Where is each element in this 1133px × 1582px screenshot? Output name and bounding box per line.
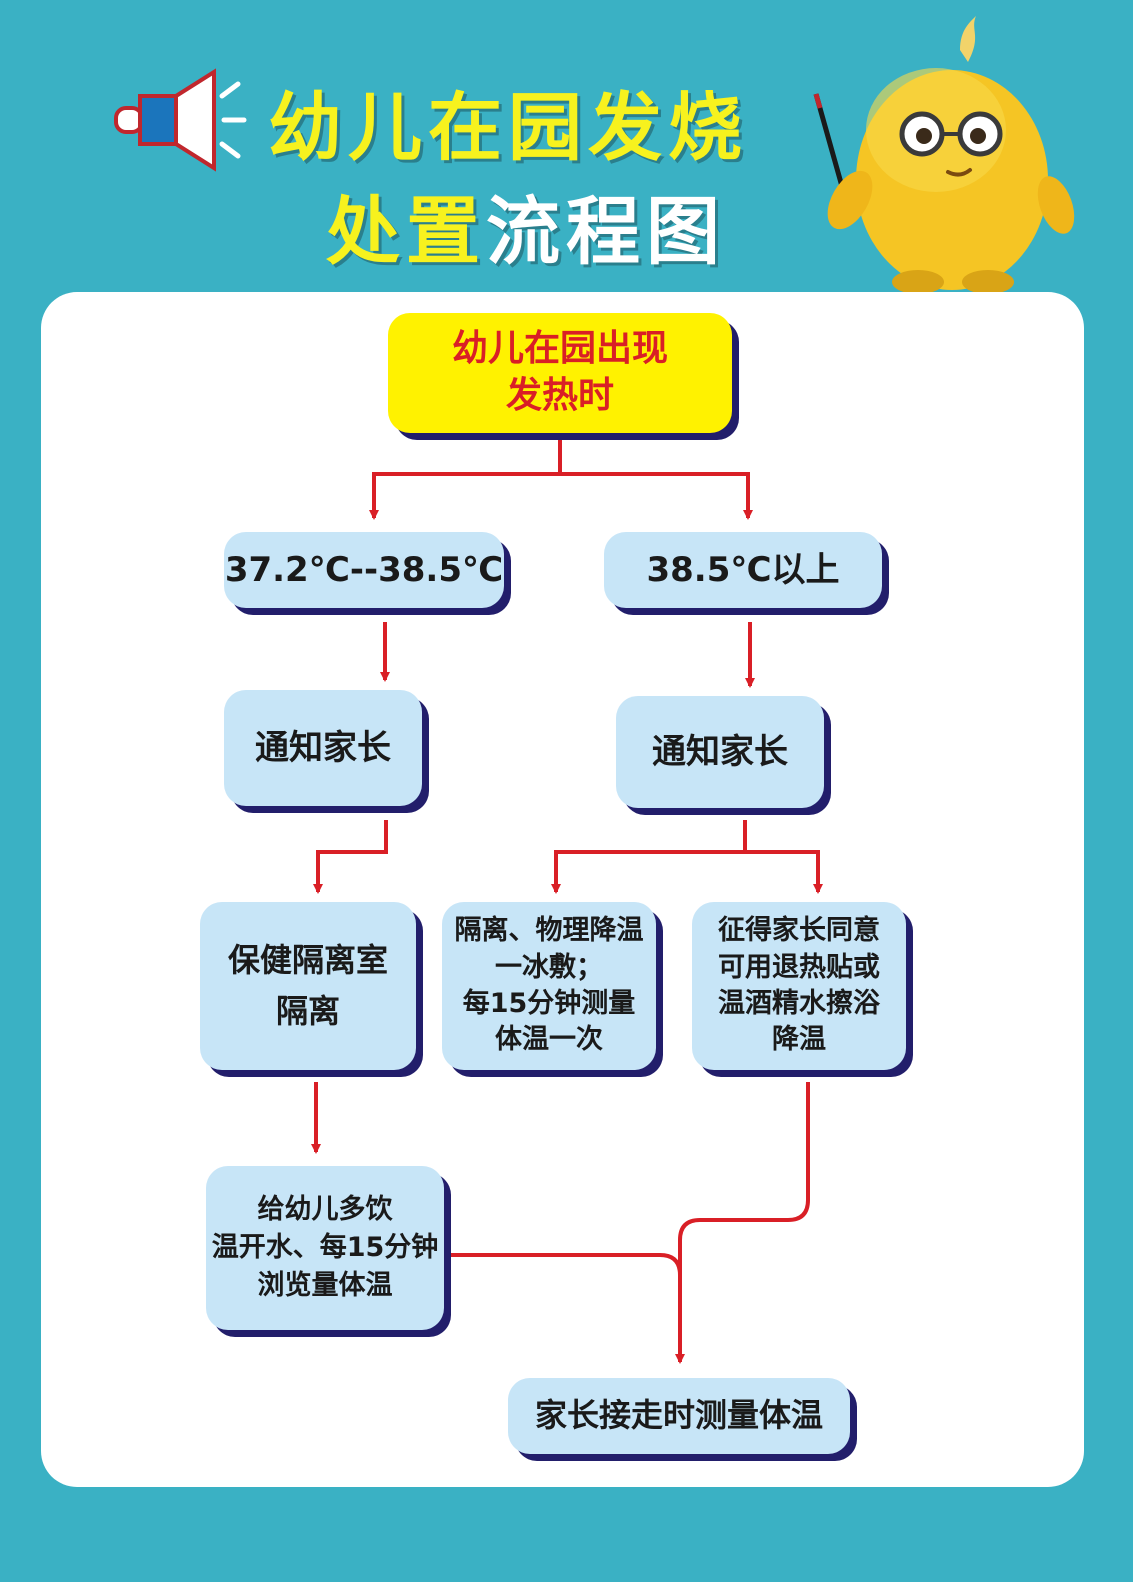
node-cool-physical: 隔离、物理降温 一冰敷； 每15分钟测量 体温一次 (442, 902, 656, 1070)
node-notify-right: 通知家长 (616, 696, 824, 808)
arrow-consent-to-merge (675, 1082, 810, 1364)
arrow-notify-to-isolate (313, 820, 388, 894)
node-start: 幼儿在园出现 发热时 (388, 313, 732, 433)
title-line-2: 处置流程图 (326, 189, 726, 275)
node-temp-high: 38.5℃以上 (604, 532, 882, 608)
mascot-illustration (813, 16, 1075, 294)
arrow-start-to-low (369, 440, 562, 520)
arrow-start-to-high (560, 472, 753, 520)
node-notify-left: 通知家长 (224, 690, 422, 806)
node-cool-consent: 征得家长同意 可用退热贴或 温酒精水擦浴 降温 (692, 902, 906, 1070)
node-pickup: 家长接走时测量体温 (508, 1378, 850, 1454)
node-drink-water: 给幼儿多饮 温开水、每15分钟 浏览量体温 (206, 1166, 444, 1330)
title-line-1: 幼儿在园发烧 (268, 85, 748, 171)
arrow-notify-to-consent (745, 850, 823, 894)
speaker-icon (114, 68, 247, 172)
node-isolate: 保健隔离室 隔离 (200, 902, 416, 1070)
arrow-notify-to-physical (551, 820, 747, 894)
arrow-drink-to-merge (450, 1253, 682, 1276)
node-temp-low: 37.2℃--38.5℃ (224, 532, 504, 608)
